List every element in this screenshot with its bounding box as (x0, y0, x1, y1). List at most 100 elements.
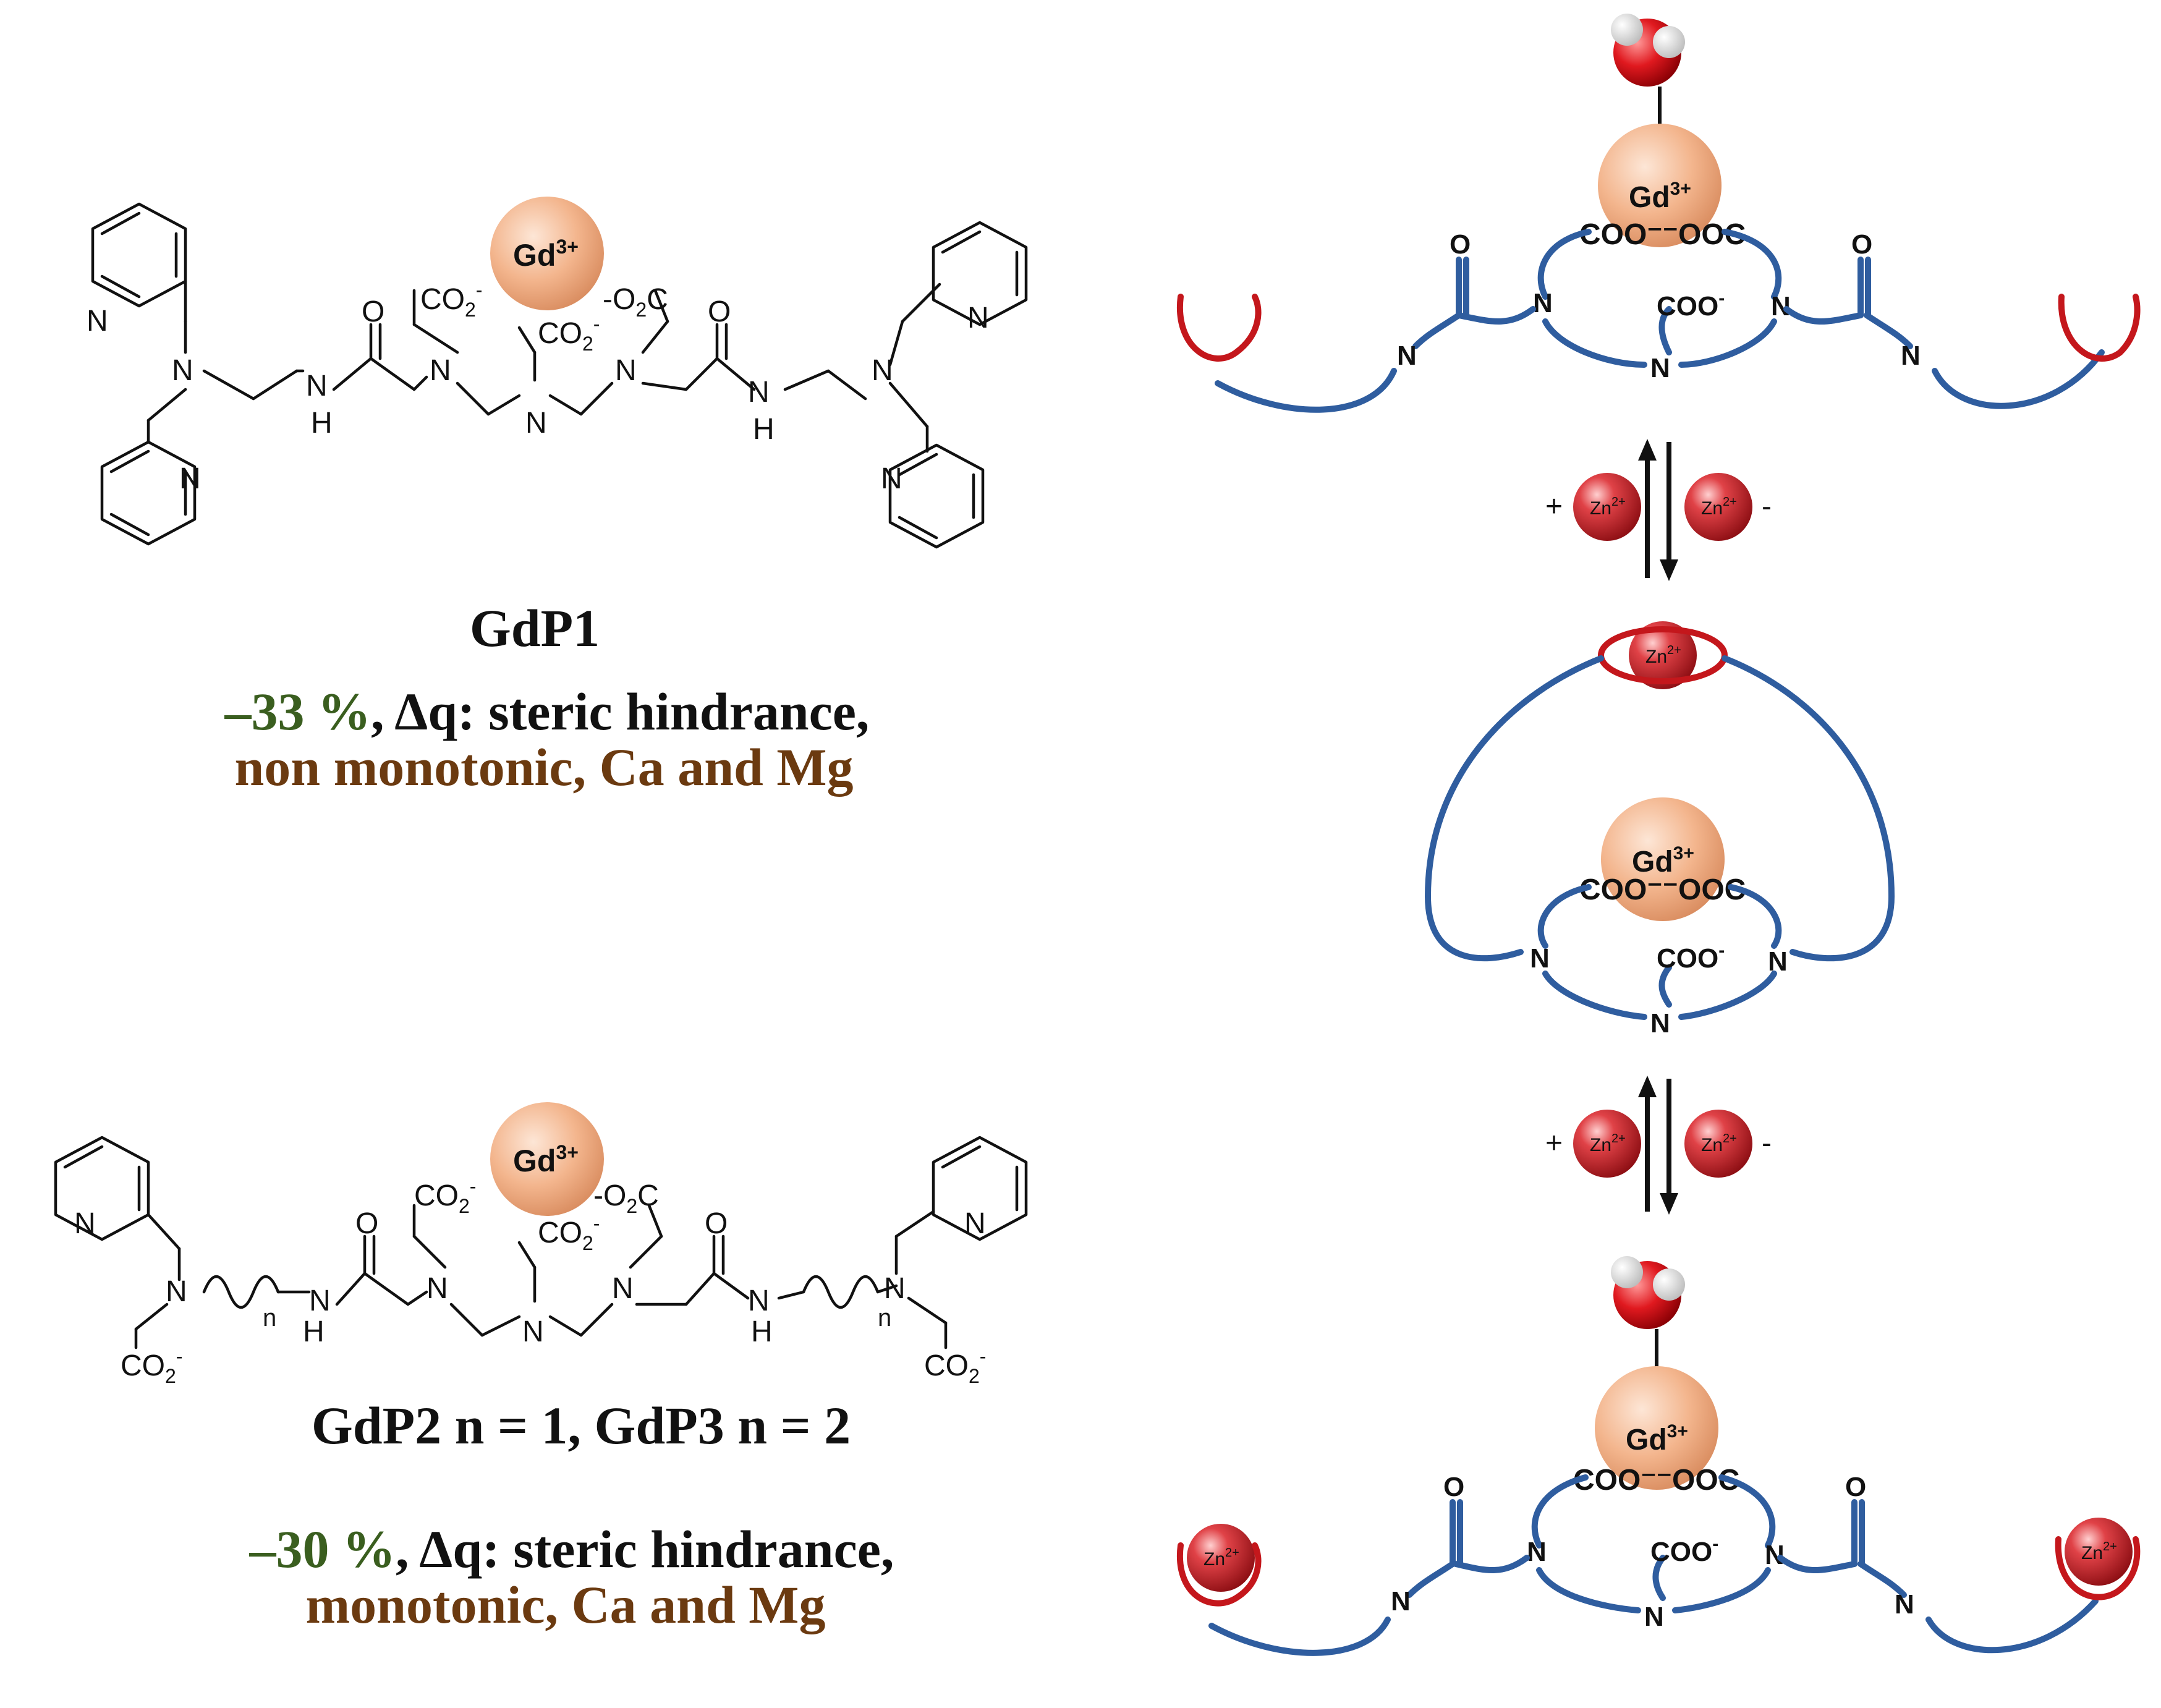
svg-text:Gd3+: Gd3+ (1626, 1421, 1688, 1456)
svg-text:Zn2+: Zn2+ (1204, 1546, 1239, 1570)
repeat-n: n (878, 1304, 891, 1332)
equilibrium-arrows (1638, 439, 1678, 581)
zn-ion-sphere: Zn2+ (1684, 1110, 1752, 1178)
gdp23-stat-line: –30 %, Δq: steric hindrance, (249, 1519, 894, 1579)
carboxylate-label: CO2- (924, 1345, 986, 1387)
carboxylate-pair: COO⁻⁻OOC (1573, 1464, 1739, 1497)
atom-n: N (430, 354, 451, 387)
atom-o: O (705, 1207, 728, 1240)
atom-n: N (1650, 353, 1670, 383)
atom-n: N (87, 305, 108, 338)
zn-ion-sphere: Zn2+ (1573, 473, 1641, 541)
water-molecule (1611, 14, 1685, 87)
atom-n: N (615, 354, 637, 387)
atom-n: N (881, 462, 902, 495)
gdp1-title: GdP1 (470, 598, 600, 658)
svg-text:-O2C: -O2C (593, 1179, 659, 1217)
atom-n: N (525, 407, 547, 440)
gd-ion-sphere: Gd3+ (1598, 124, 1722, 247)
atom-n: N (74, 1207, 96, 1240)
atom-n: N (172, 354, 193, 387)
atom-n: N (748, 1285, 770, 1317)
carboxylate-pair: COO⁻⁻OOC (1579, 218, 1746, 251)
atom-n: N (1650, 1008, 1670, 1039)
gdp1-selectivity-line: non monotonic, Ca and Mg (234, 737, 853, 797)
plus-sign: + (1545, 1127, 1563, 1160)
repeat-n: n (263, 1304, 276, 1332)
atom-n: N (309, 1285, 331, 1317)
carboxylate-single: COO- (1650, 1534, 1718, 1567)
svg-text:Gd3+: Gd3+ (1632, 843, 1694, 878)
atom-o: O (362, 295, 384, 328)
water-molecule (1611, 1256, 1685, 1329)
carboxylate-label: CO2- (414, 1175, 476, 1217)
gd-ion-sphere: Gd3+ (1595, 1366, 1718, 1490)
atom-n: N (166, 1275, 187, 1308)
state-zn-capped: Gd3+ COO⁻⁻OOC N N N COO- O N Zn2+ O N (1176, 1256, 2141, 1656)
gdp23-title: GdP2 n = 1, GdP3 n = 2 (312, 1396, 851, 1455)
carboxylate-label: CO2- (538, 1212, 600, 1254)
svg-text:Zn2+: Zn2+ (1590, 495, 1626, 519)
pyridine-ring (932, 221, 1028, 326)
carboxylate-single: COO- (1657, 288, 1725, 321)
atom-n: N (1768, 946, 1788, 977)
atom-n: N (1901, 341, 1921, 371)
gdp1-stat-line: –33 %, Δq: steric hindrance, (224, 682, 870, 741)
svg-text:Zn2+: Zn2+ (1701, 495, 1737, 519)
gdp23-selectivity-line: monotonic, Ca and Mg (306, 1575, 826, 1634)
pyridine-ring (54, 1136, 150, 1241)
gd-ion-sphere: Gd3+ (1601, 797, 1725, 921)
svg-text:Gd3+: Gd3+ (1629, 179, 1691, 214)
svg-text:CO2-: CO2- (121, 1345, 182, 1387)
carboxylate-single: COO- (1657, 940, 1725, 974)
atom-n: N (179, 462, 201, 495)
atom-o: O (708, 295, 731, 328)
atom-n: N (1391, 1586, 1411, 1617)
atom-n: N (427, 1272, 448, 1305)
atom-h: H (303, 1315, 325, 1348)
atom-o: O (1443, 1472, 1464, 1502)
minus-sign: - (1762, 490, 1772, 523)
svg-text:Zn2+: Zn2+ (1645, 644, 1681, 667)
atom-n: N (884, 1272, 906, 1305)
atom-h: H (753, 413, 775, 446)
bond-network (146, 279, 941, 453)
atom-n: N (1644, 1602, 1664, 1632)
zn-ion-sphere: Zn2+ (1187, 1524, 1255, 1592)
bond-network (134, 1204, 948, 1349)
carboxylate-label: CO2- (420, 279, 482, 321)
gd-ion-sphere: Gd3+ (490, 1102, 604, 1216)
zn-ion-sphere: Zn2+ (1573, 1110, 1641, 1178)
pyridine-ring (932, 1136, 1028, 1241)
carboxylate-label: -O2C (593, 1179, 659, 1217)
state-free-complex: Gd3+ COO⁻⁻OOC N N N COO- O N O N (1176, 14, 2141, 413)
atom-n: N (1397, 341, 1417, 371)
zn-ion-sphere: Zn2+ (2065, 1518, 2133, 1586)
atom-n: N (522, 1315, 544, 1348)
svg-text:Zn2+: Zn2+ (1590, 1132, 1626, 1155)
pyridine-ring (888, 443, 985, 549)
atom-n: N (306, 370, 328, 402)
gdp1-structure: N N (87, 197, 1028, 549)
svg-text:Zn2+: Zn2+ (1701, 1132, 1737, 1155)
state-zn-bridged: Zn2+ Gd3+ COO⁻⁻OOC N N N COO- (1424, 621, 1895, 1039)
carboxylate-pair: COO⁻⁻OOC (1579, 873, 1746, 906)
atom-o: O (1450, 229, 1471, 260)
atom-n: N (1530, 943, 1550, 974)
carboxylate-label: CO2- (538, 313, 600, 355)
svg-text:-O2C: -O2C (603, 283, 668, 321)
svg-text:CO2-: CO2- (414, 1175, 476, 1217)
svg-text:CO2-: CO2- (538, 313, 600, 355)
atom-o: O (355, 1207, 378, 1240)
atom-n: N (1895, 1589, 1914, 1620)
atom-o: O (1845, 1472, 1866, 1502)
atom-n: N (967, 302, 989, 334)
gdp23-structure: N (54, 1102, 1028, 1387)
carboxylate-label: CO2- (121, 1345, 182, 1387)
svg-text:Gd3+: Gd3+ (513, 1141, 579, 1178)
zn-ion-sphere: Zn2+ (1684, 473, 1752, 541)
svg-text:Zn2+: Zn2+ (2081, 1540, 2117, 1563)
gd-ion-sphere: Gd3+ (490, 197, 604, 310)
